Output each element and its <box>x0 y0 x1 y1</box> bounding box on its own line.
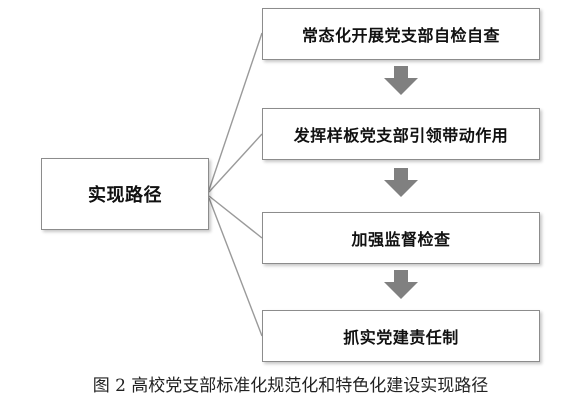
down-arrow-icon <box>384 66 418 95</box>
step-node-4: 抓实党建责任制 <box>262 310 540 362</box>
step-node-3: 加强监督检查 <box>262 212 540 264</box>
step-node-2: 发挥样板党支部引领带动作用 <box>262 108 540 160</box>
connector-to-step-3 <box>208 195 263 239</box>
connector-to-step-1 <box>208 32 263 191</box>
down-arrow-icon <box>384 270 418 299</box>
root-node-label: 实现路径 <box>88 185 162 206</box>
root-node: 实现路径 <box>41 158 209 230</box>
down-arrows <box>384 66 418 299</box>
step-node-label: 抓实党建责任制 <box>343 328 459 347</box>
down-arrow-icon <box>384 168 418 197</box>
step-node-label: 发挥样板党支部引领带动作用 <box>293 126 509 145</box>
connector-to-step-2 <box>208 133 263 193</box>
figure-caption: 图 2 高校党支部标准化规范化和特色化建设实现路径 <box>92 376 489 396</box>
connector-lines <box>208 32 263 337</box>
connector-to-step-4 <box>208 197 263 337</box>
step-node-label: 常态化开展党支部自检自查 <box>301 26 500 45</box>
step-node-1: 常态化开展党支部自检自查 <box>262 8 540 60</box>
step-node-label: 加强监督检查 <box>351 230 451 249</box>
